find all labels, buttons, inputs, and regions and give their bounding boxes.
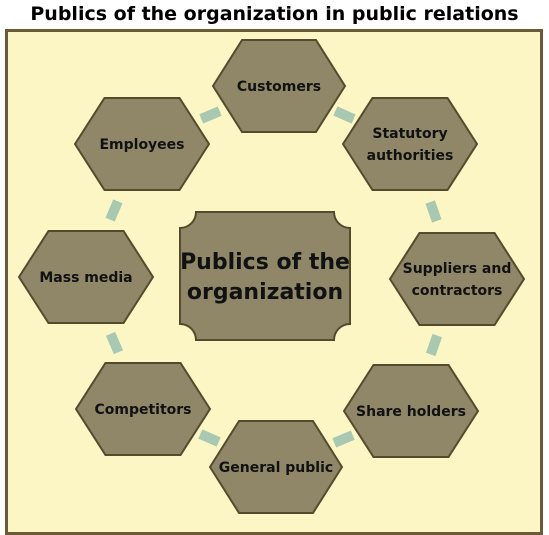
node-mass-media: Mass media [17, 230, 155, 324]
node-employees: Employees [73, 97, 211, 191]
hexagon-mass-media [17, 230, 155, 324]
hexagon-statutory-authorities [341, 97, 479, 191]
shapes: Publics of the organization CustomersStatu… [17, 39, 526, 514]
center-label-line-1: Publics of the [180, 250, 350, 275]
label-share-holders-line-1: Share holders [356, 404, 466, 420]
node-general-public: General public [208, 420, 344, 514]
connector-employees-to-customers [199, 106, 222, 124]
center-shape [179, 211, 351, 341]
hexagon-customers [211, 39, 347, 133]
node-competitors: Competitors [74, 362, 212, 456]
node-suppliers-and-contractors: Suppliers and contractors [388, 232, 526, 326]
hexagon-competitors [74, 362, 212, 456]
label-suppliers-and-contractors-line-1: Suppliers and [403, 261, 512, 277]
label-general-public-line-1: General public [219, 460, 333, 476]
connector-customers-to-statutory-authorities [333, 106, 356, 124]
label-competitors-line-1: Competitors [94, 402, 191, 418]
hexagon-general-public [208, 420, 344, 514]
node-share-holders: Share holders [342, 364, 480, 458]
node-statutory-authorities: Statutory authorities [341, 97, 479, 191]
label-statutory-authorities-line-1: Statutory [372, 126, 447, 142]
label-employees-line-1: Employees [99, 137, 184, 153]
connector-share-holders-to-general-public [332, 430, 355, 448]
center-label-line-2: organization [187, 280, 343, 305]
connector-competitors-to-mass-media [105, 331, 124, 355]
label-statutory-authorities-line-2: authorities [367, 148, 454, 164]
node-customers: Customers [211, 39, 347, 133]
connector-suppliers-and-contractors-to-share-holders [425, 333, 443, 357]
connector-mass-media-to-employees [105, 199, 123, 222]
hexagon-employees [73, 97, 211, 191]
connector-general-public-to-competitors [198, 429, 221, 447]
hexagon-share-holders [342, 364, 480, 458]
hexagon-suppliers-and-contractors [388, 232, 526, 326]
label-mass-media-line-1: Mass media [39, 270, 132, 286]
label-customers-line-1: Customers [237, 79, 321, 95]
connector-statutory-authorities-to-suppliers-and-contractors [425, 200, 442, 223]
label-suppliers-and-contractors-line-2: contractors [412, 283, 503, 299]
page-title: Publics of the organization in public re… [30, 3, 519, 25]
connectors [105, 106, 443, 448]
